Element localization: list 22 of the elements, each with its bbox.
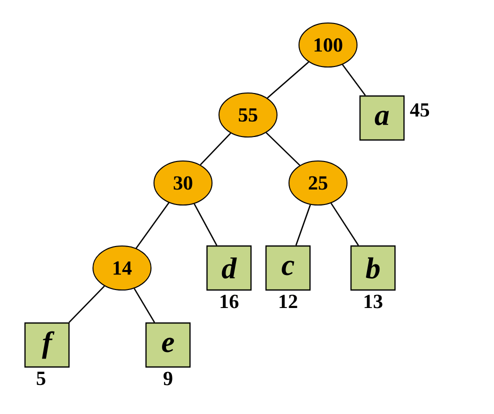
letter-box: b bbox=[350, 245, 396, 291]
tree-edge bbox=[295, 204, 311, 246]
weight-label: 45 bbox=[410, 103, 430, 117]
tree-edge bbox=[68, 286, 105, 323]
tree-edge bbox=[136, 202, 170, 249]
tree-edge bbox=[134, 288, 156, 323]
tree-edge bbox=[266, 132, 300, 166]
letter-box: a bbox=[359, 95, 405, 141]
tree-edge bbox=[342, 64, 366, 96]
tree-edge bbox=[330, 202, 359, 246]
weight-label: 16 bbox=[220, 294, 238, 308]
tree-edge bbox=[194, 204, 218, 246]
tree-edge bbox=[200, 132, 232, 166]
weight-label: 12 bbox=[280, 294, 298, 308]
tree-edge bbox=[266, 61, 310, 99]
letter-box: f bbox=[24, 322, 70, 368]
letter-box: e bbox=[145, 322, 191, 368]
letter-box: d bbox=[206, 245, 252, 291]
weight-label: 5 bbox=[36, 372, 46, 386]
letter-box: c bbox=[265, 245, 311, 291]
weight-label: 9 bbox=[164, 372, 172, 386]
weight-label: 13 bbox=[364, 294, 382, 308]
